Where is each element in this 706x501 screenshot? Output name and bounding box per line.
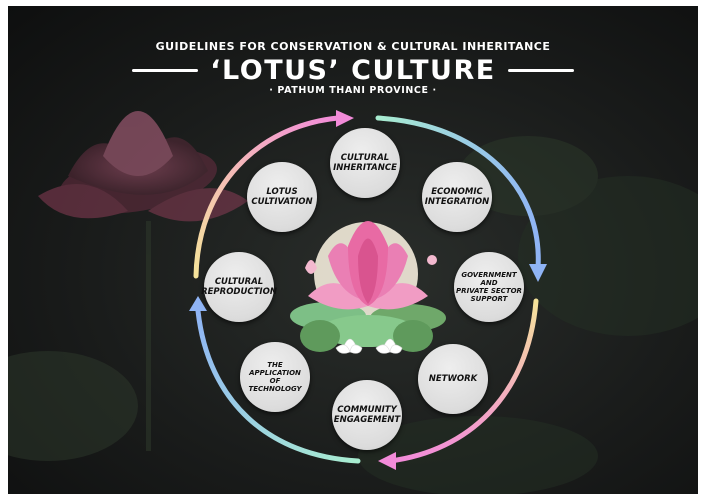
node-network[interactable]: NETWORK [418,344,488,414]
node-label: ECONOMIC INTEGRATION [424,187,490,207]
title-left-rule [132,68,199,72]
node-application-of-technology[interactable]: THE APPLICATION OF TECHNOLOGY [240,342,310,412]
node-label: GOVERNMENT AND PRIVATE SECTOR SUPPORT [456,271,522,303]
node-lotus-cultivation[interactable]: LOTUS CULTIVATION [247,162,317,232]
node-label: CULTURAL REPRODUCTION [201,277,277,297]
supertitle: GUIDELINES FOR CONSERVATION & CULTURAL I… [155,40,551,53]
central-lotus-illustration [290,221,446,354]
node-economic-integration[interactable]: ECONOMIC INTEGRATION [422,162,492,232]
background-leaves [8,136,698,494]
node-label: THE APPLICATION OF TECHNOLOGY [248,361,302,393]
node-community-engagement[interactable]: COMMUNITY ENGAGEMENT [332,380,402,450]
title-row: ‘LOTUS’ CULTURE [8,52,698,88]
diagram-canvas: GUIDELINES FOR CONSERVATION & CULTURAL I… [8,6,698,494]
node-cultural-inheritance[interactable]: CULTURAL INHERITANCE [330,128,400,198]
arrow-heads [189,110,547,470]
node-cultural-reproduction[interactable]: CULTURAL REPRODUCTION [201,252,277,322]
node-government-private-sector-support[interactable]: GOVERNMENT AND PRIVATE SECTOR SUPPORT [454,252,524,322]
background-lotus [38,111,248,451]
subtitle: · PATHUM THANI PROVINCE · [269,85,437,96]
background-art [8,110,698,494]
node-label: NETWORK [428,374,478,384]
page-title: ‘LOTUS’ CULTURE [210,54,496,86]
cycle-arrows [193,115,541,464]
title-right-rule [507,68,574,72]
node-label: LOTUS CULTIVATION [251,187,313,207]
node-label: CULTURAL INHERITANCE [333,153,397,173]
node-label: COMMUNITY ENGAGEMENT [333,405,401,425]
